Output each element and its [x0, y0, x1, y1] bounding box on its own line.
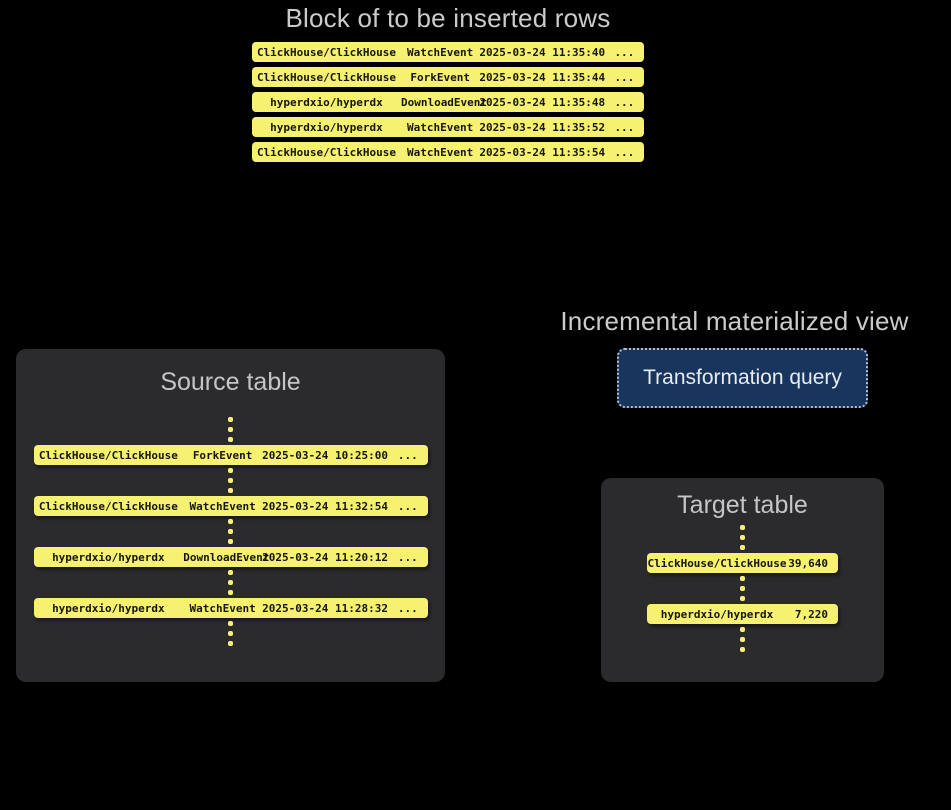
target-table-title: Target table — [677, 491, 808, 519]
table-row: hyperdxio/hyperdx 7,220 — [647, 604, 838, 624]
row-count: 7,220 — [794, 607, 828, 621]
dot — [228, 570, 233, 575]
dot — [740, 596, 745, 601]
row-repo: ClickHouse/ClickHouse — [38, 499, 178, 513]
row-repo: ClickHouse/ClickHouse — [647, 556, 787, 570]
row-more: ... — [614, 70, 635, 84]
dot — [740, 525, 745, 530]
dot — [740, 535, 745, 540]
dot — [740, 627, 745, 632]
row-event: WatchEvent — [189, 601, 256, 615]
row-more: ... — [397, 448, 418, 462]
row-event: WatchEvent — [407, 120, 474, 134]
table-row: hyperdxio/hyperdx WatchEvent 2025-03-24 … — [33, 598, 428, 618]
row-timestamp: 2025-03-24 11:20:12 — [262, 550, 388, 564]
dot — [228, 539, 233, 544]
table-row: ClickHouse/ClickHouse ForkEvent 2025-03-… — [252, 67, 644, 87]
row-timestamp: 2025-03-24 11:35:40 — [479, 45, 606, 59]
row-more: ... — [397, 550, 418, 564]
vertical-ellipsis — [228, 519, 233, 544]
dot — [228, 417, 233, 422]
table-row: hyperdxio/hyperdx DownloadEvent 2025-03-… — [33, 547, 428, 567]
row-event: DownloadEvent — [183, 550, 270, 564]
vertical-ellipsis — [228, 468, 233, 493]
dot — [228, 519, 233, 524]
dot — [228, 529, 233, 534]
dot — [228, 468, 233, 473]
table-row: ClickHouse/ClickHouse WatchEvent 2025-03… — [252, 142, 644, 162]
table-row: hyperdxio/hyperdx WatchEvent 2025-03-24 … — [252, 117, 644, 137]
row-timestamp: 2025-03-24 11:28:32 — [262, 601, 388, 615]
dot — [228, 641, 233, 646]
dot — [228, 590, 233, 595]
row-repo: hyperdxio/hyperdx — [270, 95, 383, 109]
dot — [228, 437, 233, 442]
row-repo: hyperdxio/hyperdx — [270, 120, 383, 134]
vertical-ellipsis — [740, 525, 745, 550]
dot — [228, 580, 233, 585]
row-timestamp: 2025-03-24 11:35:52 — [479, 120, 606, 134]
target-table-panel: Target table ClickHouse/ClickHouse 39,64… — [601, 478, 884, 682]
dot — [740, 637, 745, 642]
row-timestamp: 2025-03-24 10:25:00 — [262, 448, 388, 462]
dot — [740, 545, 745, 550]
row-more: ... — [614, 120, 635, 134]
source-table-panel: Source table ClickHouse/ClickHouse ForkE… — [16, 349, 445, 682]
insert-block: Block of to be inserted rows ClickHouse/… — [252, 0, 644, 167]
row-event: WatchEvent — [407, 45, 474, 59]
source-table-title: Source table — [160, 368, 301, 396]
vertical-ellipsis — [228, 621, 233, 646]
table-row: ClickHouse/ClickHouse WatchEvent 2025-03… — [252, 42, 644, 62]
dot — [228, 427, 233, 432]
transformation-query-label: Transformation query — [643, 366, 842, 389]
row-event: WatchEvent — [407, 145, 474, 159]
vertical-ellipsis — [228, 570, 233, 595]
table-row: ClickHouse/ClickHouse ForkEvent 2025-03-… — [33, 445, 428, 465]
dot — [740, 586, 745, 591]
dot — [228, 621, 233, 626]
row-event: ForkEvent — [410, 70, 470, 84]
row-count: 39,640 — [788, 556, 828, 570]
dot — [228, 478, 233, 483]
table-row: ClickHouse/ClickHouse 39,640 — [647, 553, 838, 573]
row-repo: ClickHouse/ClickHouse — [256, 45, 397, 59]
dot — [740, 647, 745, 652]
row-timestamp: 2025-03-24 11:32:54 — [262, 499, 388, 513]
row-timestamp: 2025-03-24 11:35:54 — [479, 145, 606, 159]
row-more: ... — [614, 95, 635, 109]
row-repo: ClickHouse/ClickHouse — [256, 70, 397, 84]
dot — [740, 576, 745, 581]
vertical-ellipsis — [228, 417, 233, 442]
table-row: hyperdxio/hyperdx DownloadEvent 2025-03-… — [252, 92, 644, 112]
row-repo: ClickHouse/ClickHouse — [38, 448, 178, 462]
row-timestamp: 2025-03-24 11:35:48 — [479, 95, 606, 109]
row-event: DownloadEvent — [400, 95, 488, 109]
dot — [228, 631, 233, 636]
row-more: ... — [397, 499, 418, 513]
materialized-view-title: Incremental materialized view — [560, 306, 909, 336]
row-more: ... — [614, 45, 635, 59]
dot — [228, 488, 233, 493]
insert-block-rows: ClickHouse/ClickHouse WatchEvent 2025-03… — [252, 42, 644, 162]
row-repo: hyperdxio/hyperdx — [52, 550, 165, 564]
insert-block-title: Block of to be inserted rows — [285, 3, 611, 33]
row-timestamp: 2025-03-24 11:35:44 — [479, 70, 606, 84]
row-repo: hyperdxio/hyperdx — [660, 607, 774, 621]
row-more: ... — [397, 601, 418, 615]
table-row: ClickHouse/ClickHouse WatchEvent 2025-03… — [33, 496, 428, 516]
row-event: WatchEvent — [189, 499, 256, 513]
vertical-ellipsis — [740, 576, 745, 601]
row-event: ForkEvent — [192, 448, 253, 462]
row-repo: ClickHouse/ClickHouse — [256, 145, 397, 159]
row-repo: hyperdxio/hyperdx — [52, 601, 165, 615]
vertical-ellipsis — [740, 627, 745, 652]
row-more: ... — [614, 145, 635, 159]
transformation-query-button: Transformation query — [617, 348, 868, 408]
